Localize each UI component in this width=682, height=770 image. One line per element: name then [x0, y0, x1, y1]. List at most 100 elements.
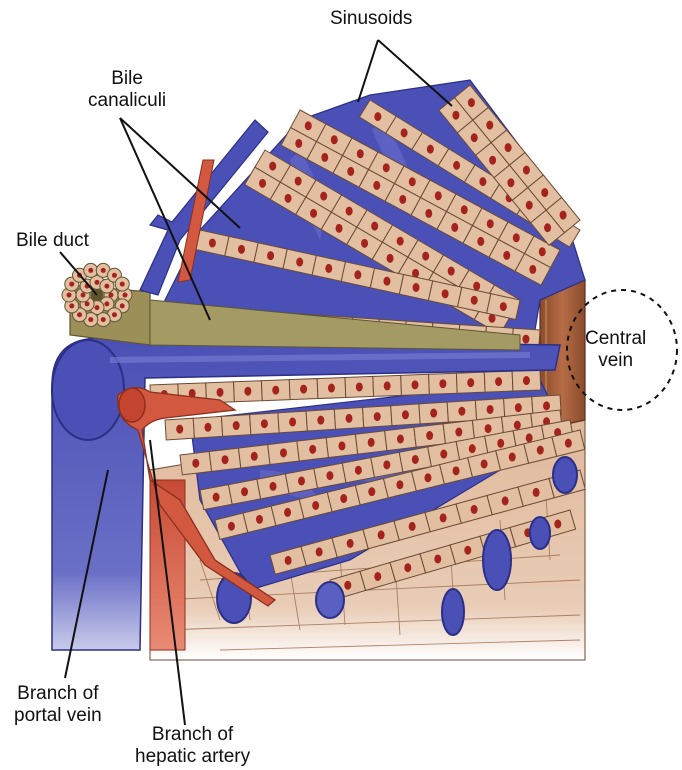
hepatocyte-nucleus	[424, 473, 432, 483]
hepatocyte-nucleus	[354, 465, 362, 475]
hepatocyte-nucleus	[468, 444, 476, 454]
hepatocyte-nucleus	[345, 413, 353, 423]
hepatocyte-nucleus	[326, 471, 334, 481]
leader-bile-canaliculi-a	[119, 117, 241, 229]
hepatocyte-nucleus	[484, 424, 492, 434]
hepatocyte-nucleus	[284, 507, 292, 517]
bile-duct-cell-nucleus	[94, 279, 100, 285]
hepatocyte-nucleus	[269, 161, 277, 171]
hepatocyte-nucleus	[430, 408, 438, 418]
bile-duct-cell-nucleus	[69, 281, 75, 287]
leader-lines	[59, 39, 453, 726]
hepatocyte-nucleus	[377, 530, 385, 540]
hepatocyte-nucleus	[304, 121, 312, 131]
hepatocyte-nucleus	[361, 238, 369, 248]
hepatocyte-nucleus	[396, 236, 404, 246]
hepatocyte-nucleus	[447, 266, 455, 276]
bile-duct-cell-nucleus	[84, 301, 90, 307]
hepatocyte-nucleus	[367, 437, 375, 447]
hepatocyte-nucleus	[279, 448, 287, 458]
hepatocyte-nucleus	[554, 519, 562, 529]
bile-duct-cell-nucleus	[77, 312, 83, 318]
bile-duct-cell-nucleus	[111, 312, 117, 318]
hepatocyte-nucleus	[269, 481, 277, 491]
hepatocyte-nucleus	[452, 110, 460, 120]
hepatocyte-nucleus	[412, 282, 420, 292]
label-branch-hepatic-artery-line2: hepatic artery	[135, 746, 251, 767]
hepatocyte-nucleus	[237, 244, 245, 254]
hepatocyte-nucleus	[411, 454, 419, 464]
hepatocyte-nucleus	[503, 250, 511, 260]
hepatocyte-nucleus	[525, 433, 533, 443]
bile-duct-cell-nucleus	[111, 272, 117, 278]
hepatocyte-nucleus	[232, 421, 240, 431]
central-vein-outline	[566, 289, 678, 411]
hepatocyte-nucleus	[374, 112, 382, 122]
bile-duct-cell-nucleus	[119, 281, 125, 287]
hepatocyte-nucleus	[497, 438, 505, 448]
hepatocyte-nucleus	[355, 382, 363, 392]
hepatocyte-nucleus	[256, 514, 264, 524]
bile-duct-cell-nucleus	[66, 292, 72, 298]
bile-duct-cell-nucleus	[100, 317, 106, 323]
label-sinusoids: Sinusoids	[330, 8, 412, 30]
hepatocyte-nucleus	[396, 480, 404, 490]
hepatocyte-nucleus	[294, 176, 302, 186]
upper-vessels	[139, 119, 269, 296]
hepatocyte-nucleus	[514, 403, 522, 413]
portal-vein-branch	[51, 337, 561, 651]
hepatocyte-nucleus	[320, 191, 328, 201]
hepatocyte-nucleus	[538, 247, 546, 257]
hepatocyte-nucleus	[309, 444, 317, 454]
hepatocyte-nucleus	[504, 143, 512, 153]
hepatocyte-nucleus	[507, 178, 515, 188]
hepatocyte-nucleus	[512, 233, 520, 243]
hepatocyte-nucleus	[404, 563, 412, 573]
leader-sinusoids-a	[357, 39, 379, 103]
hepatocyte-nucleus	[467, 378, 475, 388]
hepatocyte-nucleus	[267, 251, 275, 261]
hepatocyte-nucleus	[412, 268, 420, 278]
label-branch-portal-vein-line1: Branch of	[17, 683, 99, 704]
bile-duct-cell-nucleus	[94, 305, 100, 311]
leader-sinusoids-b	[377, 39, 453, 107]
hepatocyte-nucleus	[470, 295, 478, 305]
hepatocyte-nucleus	[525, 200, 533, 210]
hepatocyte-nucleus	[345, 206, 353, 216]
hepatocyte-nucleus	[260, 419, 268, 429]
hepatocyte-nucleus	[501, 496, 509, 506]
hepatocyte-nucleus	[284, 555, 292, 565]
hepatocyte-nucleus	[508, 452, 516, 462]
hepatocyte-nucleus	[295, 138, 303, 148]
hepatocyte-nucleus	[522, 165, 530, 175]
hepatocyte-nucleus	[495, 377, 503, 387]
hepatocyte-nucleus	[300, 384, 308, 394]
hepatocyte-nucleus	[532, 487, 540, 497]
hepatocyte-nucleus	[408, 521, 416, 531]
hepatocyte-nucleus	[544, 223, 552, 233]
hepatocyte-nucleus	[221, 455, 229, 465]
bile-duct-cell-nucleus	[119, 303, 125, 309]
hepatocyte-nucleus	[321, 152, 329, 162]
hepatocyte-nucleus	[354, 270, 362, 280]
hepatocyte-nucleus	[212, 492, 220, 502]
hepatocyte-nucleus	[499, 302, 507, 312]
hepatocyte-nucleus	[386, 253, 394, 263]
bile-duct	[61, 262, 521, 351]
hepatocyte-nucleus	[373, 180, 381, 190]
hepatocyte-nucleus	[284, 193, 292, 203]
hepatocyte-nucleus	[344, 580, 352, 590]
hepatocyte-nucleus	[371, 221, 379, 231]
leader-portal-vein	[64, 469, 109, 679]
hepatocyte-nucleus	[216, 387, 224, 397]
hepatocyte-nucleus	[289, 417, 297, 427]
hepatocyte-nucleus	[458, 406, 466, 416]
label-sinusoids-text: Sinusoids	[330, 8, 413, 29]
hepatocyte-nucleus	[241, 487, 249, 497]
hepatocyte-nucleus	[315, 547, 323, 557]
hepatocyte-nucleus	[259, 178, 267, 188]
hepatocyte-nucleus	[440, 449, 448, 459]
hepatocyte-nucleus	[400, 128, 408, 138]
hepatocyte-nucleus	[312, 500, 320, 510]
